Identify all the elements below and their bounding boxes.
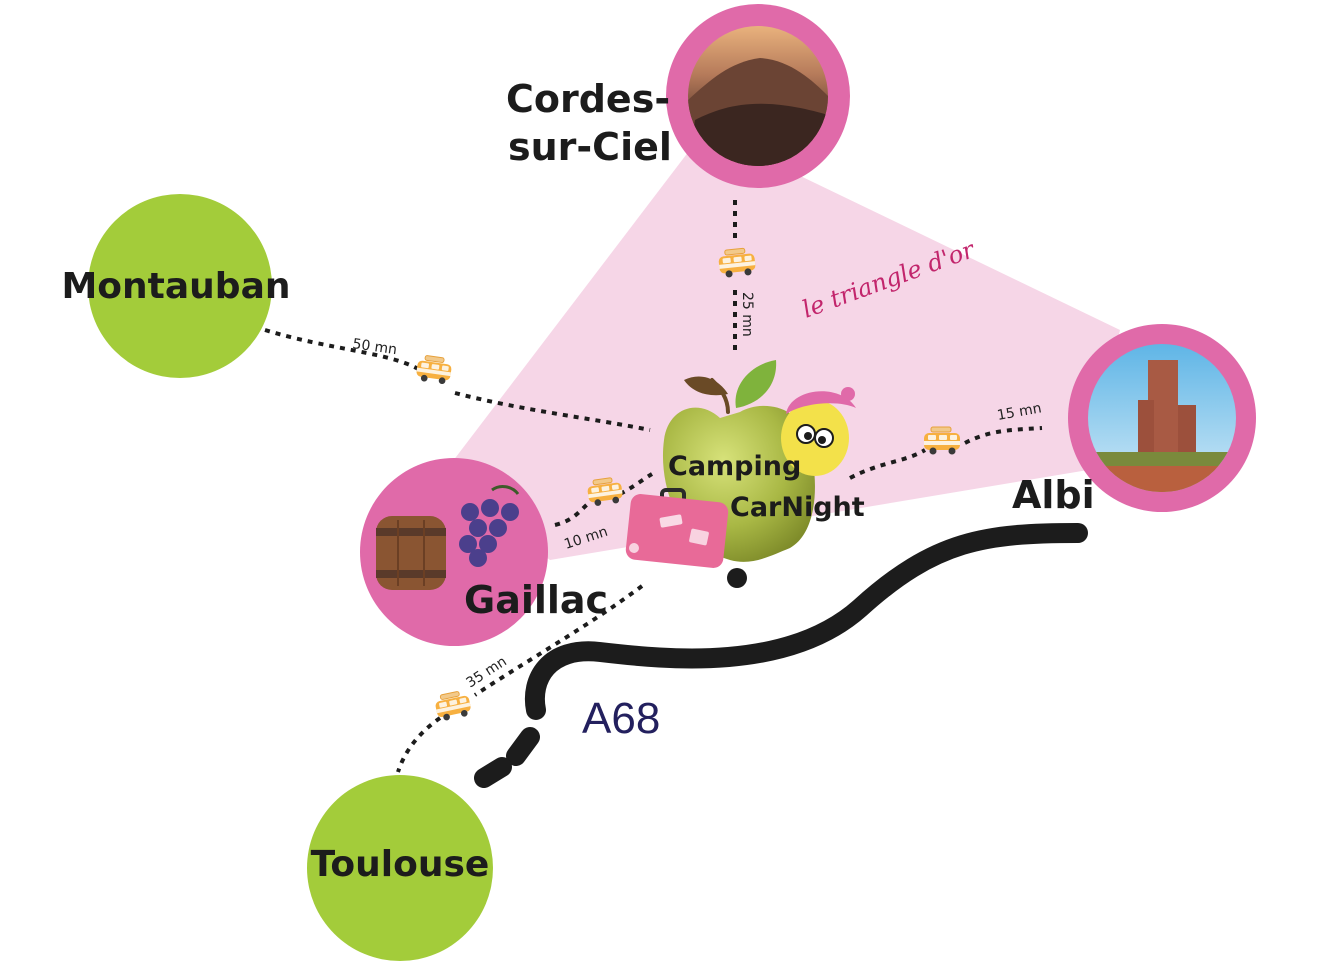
barrel-icon	[376, 516, 446, 590]
a68-highway-dash-1	[506, 727, 540, 766]
grapes-icon	[459, 485, 520, 567]
camper-van-icon	[414, 353, 454, 386]
route-toulouse	[396, 584, 644, 773]
mascot-icon	[781, 387, 856, 476]
albi-photo	[1088, 344, 1236, 492]
camping-label-line2: CarNight	[730, 492, 865, 523]
camping-location-dot	[727, 568, 747, 588]
a68-highway	[525, 523, 1088, 720]
cordes-label-line1: Cordes-	[506, 77, 670, 121]
highway-label: A68	[582, 694, 660, 743]
cordes-photo	[688, 26, 828, 166]
travel-time-albi: 15 mn	[996, 400, 1043, 424]
cordes-label-line2: sur-Ciel	[508, 125, 672, 169]
travel-time-cordes: 25 mn	[739, 292, 755, 337]
montauban-label: Montauban	[61, 266, 290, 307]
a68-highway-dash-2	[474, 757, 512, 788]
route-montauban	[264, 328, 651, 432]
gaillac-circle	[360, 458, 548, 646]
route-gaillac	[554, 472, 654, 527]
montauban-circle	[88, 194, 272, 378]
travel-time-montauban: 50 mn	[351, 336, 398, 358]
gaillac-label: Gaillac	[464, 578, 608, 622]
albi-label: Albi	[1012, 473, 1095, 517]
toulouse-label: Toulouse	[311, 844, 490, 885]
travel-time-toulouse: 35 mn	[463, 654, 509, 692]
camping-label-line1: Camping	[668, 451, 801, 482]
suitcase-icon	[625, 488, 729, 568]
toulouse-circle	[307, 775, 493, 961]
route-albi	[849, 426, 1043, 480]
